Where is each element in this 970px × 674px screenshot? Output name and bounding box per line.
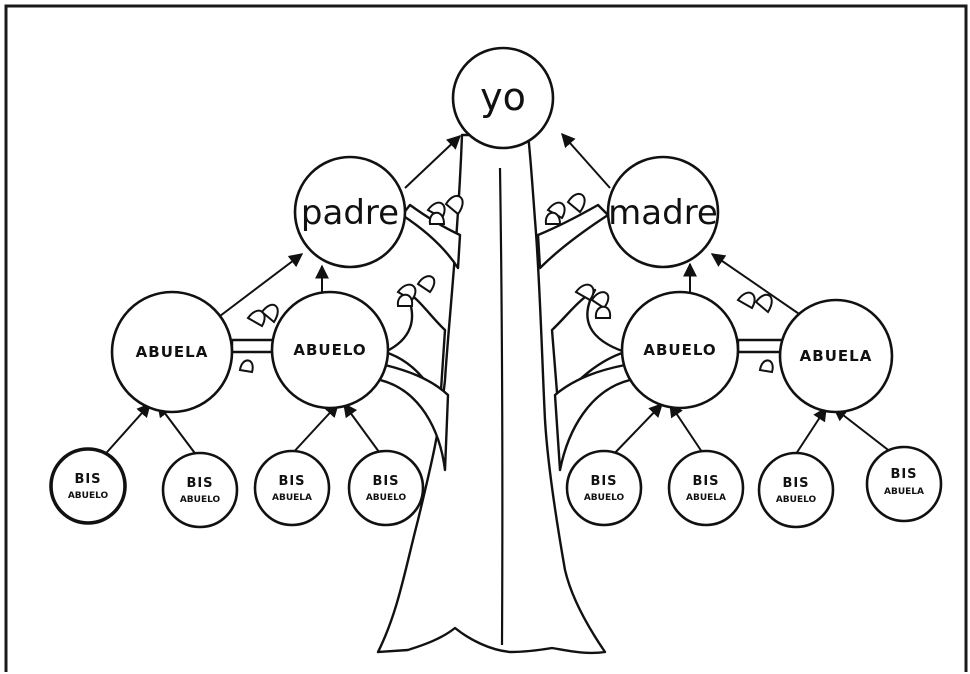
edge-bis3 bbox=[289, 402, 339, 457]
node-great-grandparent-7: BIS ABUELO bbox=[757, 451, 835, 529]
edge-bis7 bbox=[791, 406, 827, 461]
left-lower-branch-arc bbox=[378, 363, 450, 472]
leaf-sprig-4 bbox=[574, 283, 612, 319]
edge-abuela-padre bbox=[219, 253, 304, 317]
edge-bis8 bbox=[832, 407, 897, 457]
maternal-couple-bar bbox=[736, 338, 784, 354]
label-padre: padre bbox=[301, 193, 399, 233]
label-maternal-grandfather: ABUELO bbox=[643, 341, 716, 359]
label-bis-7: BIS bbox=[782, 476, 809, 491]
node-yo: yo bbox=[451, 46, 555, 150]
right-lower-branch-arc bbox=[553, 363, 632, 472]
node-great-grandparent-4: BIS ABUELO bbox=[347, 449, 425, 527]
edge-abuela-madre bbox=[710, 253, 806, 319]
edge-bis5 bbox=[609, 402, 663, 459]
left-upper-branch bbox=[400, 203, 462, 270]
tree-trunk bbox=[376, 133, 607, 655]
label-bis-4: BIS bbox=[372, 474, 399, 489]
label-bis-2-sub: ABUELO bbox=[180, 495, 221, 505]
node-great-grandparent-1: BIS ABUELO bbox=[49, 447, 127, 525]
label-bis-3: BIS bbox=[278, 474, 305, 489]
label-bis-4-sub: ABUELO bbox=[366, 493, 407, 503]
node-paternal-grandfather: ABUELO bbox=[270, 290, 390, 410]
node-great-grandparent-6: BIS ABUELA bbox=[667, 449, 745, 527]
label-yo: yo bbox=[480, 75, 526, 119]
node-madre: madre bbox=[606, 155, 720, 269]
node-padre: padre bbox=[293, 155, 407, 269]
label-maternal-grandmother: ABUELA bbox=[800, 347, 873, 365]
leaf-sprig-1 bbox=[426, 194, 464, 225]
label-bis-1: BIS bbox=[74, 472, 101, 487]
leaf-sprig-5 bbox=[238, 303, 279, 374]
label-bis-6-sub: ABUELA bbox=[686, 493, 726, 503]
label-bis-6: BIS bbox=[692, 474, 719, 489]
node-great-grandparent-3: BIS ABUELA bbox=[253, 449, 331, 527]
trunk-center-line bbox=[498, 167, 504, 646]
label-bis-8-sub: ABUELA bbox=[884, 487, 924, 497]
edge-bis2 bbox=[157, 402, 201, 461]
label-paternal-grandmother: ABUELA bbox=[136, 343, 209, 361]
label-bis-3-sub: ABUELA bbox=[272, 493, 312, 503]
edge-bis6 bbox=[669, 402, 707, 459]
label-bis-8: BIS bbox=[890, 467, 917, 482]
edge-padre-yo bbox=[404, 135, 462, 189]
leaf-sprig-3 bbox=[396, 275, 436, 307]
node-maternal-grandfather: ABUELO bbox=[620, 290, 740, 410]
label-bis-5: BIS bbox=[590, 474, 617, 489]
node-great-grandparent-8: BIS ABUELA bbox=[865, 445, 943, 523]
node-maternal-grandmother: ABUELA bbox=[778, 298, 894, 414]
left-lower-branch bbox=[383, 288, 447, 407]
label-bis-1-sub: ABUELO bbox=[68, 491, 109, 501]
node-great-grandparent-5: BIS ABUELO bbox=[565, 449, 643, 527]
label-bis-7-sub: ABUELO bbox=[776, 495, 817, 505]
node-great-grandparent-2: BIS ABUELO bbox=[161, 451, 239, 529]
label-bis-5-sub: ABUELO bbox=[584, 493, 625, 503]
label-madre: madre bbox=[608, 193, 718, 233]
edge-bis4 bbox=[343, 402, 383, 457]
label-bis-2: BIS bbox=[186, 476, 213, 491]
right-upper-branch bbox=[536, 203, 610, 270]
edge-madre-yo bbox=[561, 132, 611, 189]
paternal-couple-bar bbox=[230, 338, 276, 354]
label-paternal-grandfather: ABUELO bbox=[293, 341, 366, 359]
leaf-sprig-6 bbox=[736, 291, 774, 374]
right-lower-branch bbox=[550, 288, 627, 407]
edge-bis1 bbox=[99, 402, 151, 461]
node-paternal-grandmother: ABUELA bbox=[110, 290, 234, 414]
leaf-sprig-2 bbox=[544, 192, 586, 225]
